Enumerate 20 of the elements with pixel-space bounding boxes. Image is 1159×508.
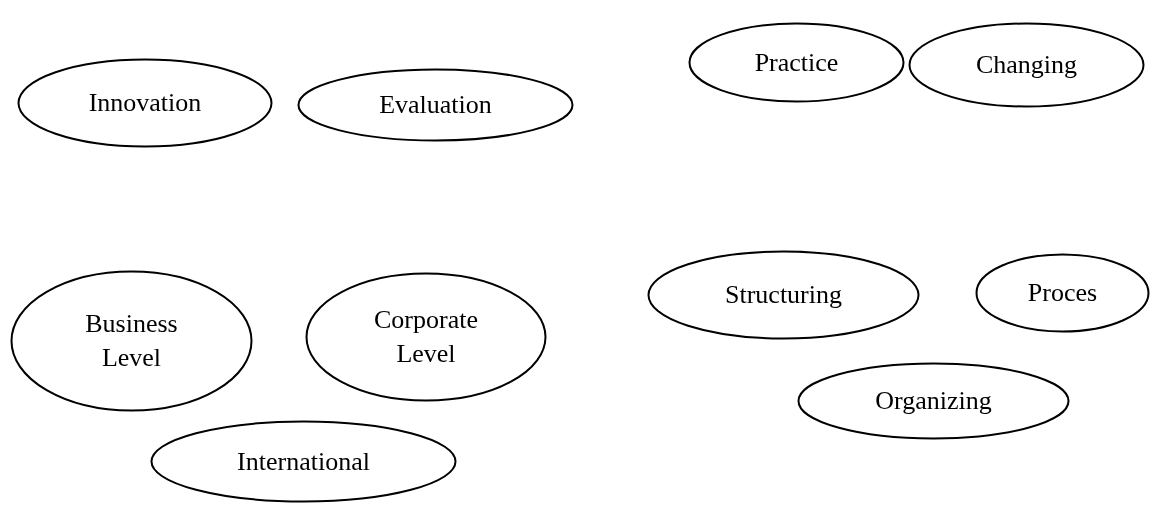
node-label: Structuring [725, 279, 842, 312]
ellipse-node [305, 272, 547, 402]
ellipse-node [297, 68, 574, 142]
ellipse-node [908, 22, 1145, 108]
node-label: Changing [975, 49, 1078, 82]
node-label: Organizing [875, 385, 992, 418]
node-label: Innovation [88, 87, 202, 120]
ellipse-node [150, 420, 457, 503]
node-label: Corporate Level [373, 304, 479, 370]
ellipse-node [647, 250, 920, 340]
ellipse-node [17, 58, 273, 148]
node-label: Practice [754, 46, 839, 79]
ellipse-node [797, 362, 1070, 440]
ellipse-node [688, 22, 905, 103]
node-label: Evaluation [379, 89, 492, 122]
ellipse-node [975, 253, 1150, 333]
ellipse-node [10, 270, 253, 412]
node-label: Proces [1027, 277, 1098, 310]
node-label: International [237, 445, 370, 478]
node-label: Business Level [84, 308, 179, 374]
